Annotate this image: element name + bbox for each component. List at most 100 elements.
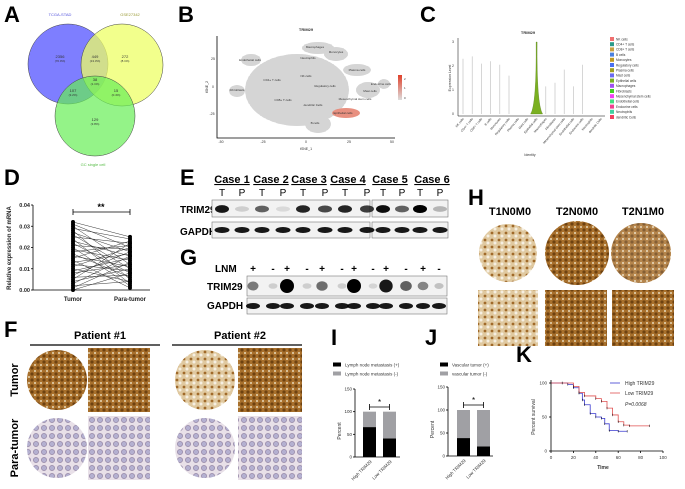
gapdh-band [399, 303, 413, 309]
venn-label-tcga: TCGA-STAD [49, 12, 72, 17]
legend-swatch [610, 37, 614, 41]
paired-line [72, 247, 131, 286]
tsne-xtick: -25 [260, 140, 265, 144]
lnm-sign: - [305, 264, 308, 275]
km-xlabel: Time [597, 465, 609, 471]
paired-line [72, 272, 131, 291]
legend-swatch [610, 57, 614, 62]
gapdh-band [366, 303, 380, 309]
paired-line [72, 234, 131, 269]
legend-label: Epithelial cells [616, 79, 637, 83]
legend-swatch [610, 83, 614, 88]
venn-pct: (3.2%) [69, 93, 78, 97]
tsne-ylabel: tSNE_2 [205, 81, 209, 93]
trim29-band [368, 283, 378, 289]
bar-ytick: 100 [437, 408, 445, 413]
lane-label: P [437, 188, 444, 199]
paired-line [72, 240, 131, 259]
legend-swatch [610, 89, 614, 93]
km-ylabel: Percent survival [531, 399, 537, 435]
legend-swatch [610, 115, 614, 119]
violin-xlabel: Identity [524, 153, 536, 157]
stacked-bar-chart-j: vascular tumor (-)Vascular tumor (+)0501… [430, 362, 493, 480]
legend-label: Mesenchymal stem cells [616, 95, 651, 99]
gapdh-band [337, 227, 353, 233]
paired-point [128, 285, 132, 290]
legend-label: B cells [616, 53, 626, 57]
trim29-band [276, 206, 290, 212]
paired-point [128, 254, 132, 258]
km-ytick: 100 [539, 381, 547, 386]
gapdh-band [266, 303, 280, 309]
legend-swatch [610, 73, 614, 78]
ihc-zoom-image [88, 416, 150, 480]
lane-label: P [399, 188, 406, 199]
tma-core-image [175, 350, 235, 410]
p-value: P=0.0068 [625, 402, 647, 408]
violin-title: TRIM29 [521, 30, 536, 35]
legend-swatch [610, 109, 614, 114]
lnm-sign: - [437, 264, 440, 275]
paired-line [72, 264, 131, 272]
legend-swatch [610, 47, 614, 52]
legend-label: Monocytes [616, 58, 632, 62]
lnm-sign: + [351, 264, 357, 275]
legend-label: Regulatory cells [616, 63, 639, 67]
paired-line [72, 255, 131, 284]
violin-ylabel: Expression Level [448, 64, 452, 91]
tsne-xlabel: tSNE_1 [300, 147, 312, 151]
venn-label-gse: GSE27342 [120, 12, 140, 17]
gapdh-band [416, 303, 430, 309]
paired-line [72, 245, 131, 252]
venn-label-sc: GC single cell [81, 162, 106, 167]
km-xtick: 0 [550, 455, 553, 460]
trim29-band [434, 283, 444, 289]
legend-label: Low TRIM29 [625, 391, 653, 397]
trim29-band [215, 205, 229, 213]
venn-count: 107 [70, 88, 77, 93]
tsne-cluster-label: B cells [311, 121, 320, 125]
paired-line [72, 249, 131, 261]
colorbar-tick: 2 [404, 77, 406, 81]
trim29-band [296, 205, 310, 213]
paired-line [72, 236, 131, 244]
gapdh-band [214, 227, 230, 233]
paired-ytick: 0.01 [19, 267, 30, 273]
trim29-band [413, 205, 427, 213]
violin-ytick: 0 [452, 112, 454, 116]
legend-label: dendritic Cells [616, 115, 636, 119]
panel-label-g: G [180, 245, 197, 270]
tsne-cluster-blob [305, 115, 331, 133]
case-label: Case 1 [214, 174, 249, 186]
paired-point [128, 241, 132, 246]
paired-line [72, 274, 131, 278]
legend-label: High TRIM29 [625, 381, 655, 387]
legend-label: Neutrophils [616, 110, 633, 114]
panel-label-h: H [468, 185, 484, 210]
lane-label: T [300, 188, 306, 199]
trim29-band [268, 283, 278, 289]
trim29-band [417, 281, 429, 291]
trim29-band [247, 281, 259, 291]
legend-label: Lymph node metastasis (+) [345, 363, 400, 368]
paired-line [72, 260, 131, 289]
legend-swatch [440, 371, 448, 376]
legend-label: CD8+ T cells [616, 48, 635, 52]
venn-diagram: TCGA-STAD GSE27342 GC single cell 2356 (… [27, 12, 164, 167]
paired-point [128, 245, 132, 250]
paired-expression-plot: Relative expression of mRNA Tumor Para-t… [7, 202, 150, 303]
paired-ylabel: Relative expression of mRNA [7, 205, 13, 289]
legend-label: Vascular tumor (+) [452, 363, 489, 368]
lane-label: T [259, 188, 265, 199]
panel-label-i: I [331, 325, 337, 350]
panel-label-k: K [516, 342, 532, 367]
tsne-cluster-blob [378, 79, 390, 89]
legend-label: Endothelial cells [616, 100, 639, 104]
tsne-cluster-label: Mesenchymal stem cells [339, 97, 372, 101]
trim29-band [400, 281, 412, 291]
bar-segment-negative [383, 411, 396, 439]
stacked-bar-chart-i: Lymph node metastasis (-)Lymph node meta… [333, 362, 400, 481]
blot-row-label: GAPDH [207, 301, 243, 312]
tsne-cluster-epithelial [332, 108, 360, 118]
